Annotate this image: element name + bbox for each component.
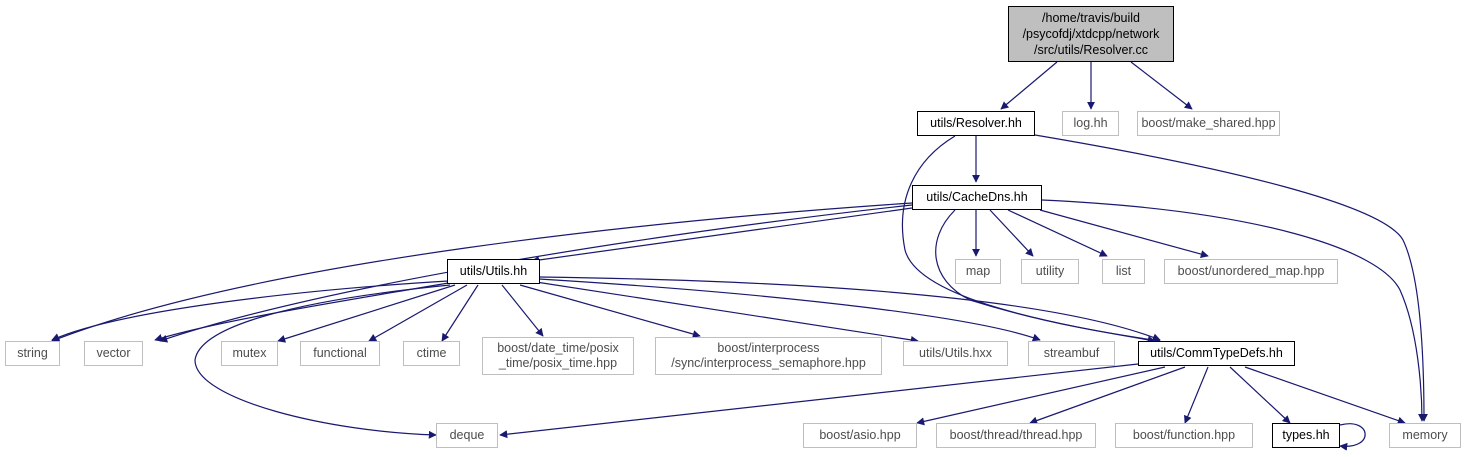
node-functional[interactable]: functional [300, 341, 380, 366]
edge-commtypedefs-types [1229, 366, 1291, 424]
node-thread[interactable]: boost/thread/thread.hpp [936, 423, 1096, 448]
node-utils-hxx[interactable]: utils/Utils.hxx [903, 341, 1008, 366]
node-string[interactable]: string [5, 341, 60, 366]
node-log-hh[interactable]: log.hh [1062, 111, 1119, 136]
edge-cachedns-unordered-map [1039, 209, 1209, 258]
node-vector[interactable]: vector [84, 341, 143, 366]
node-utility[interactable]: utility [1021, 259, 1079, 284]
edge-cachedns-vector [159, 204, 913, 343]
node-resolver-cc-line-2: /psycofdj/xtdcpp/network [1022, 27, 1160, 41]
edge-utils-deque [194, 284, 451, 439]
node-resolver-cc[interactable]: /home/travis/build /psycofdj/xtdcpp/netw… [1008, 6, 1174, 62]
edge-utils-functional [368, 284, 468, 342]
edge-cachedns-memory [1041, 199, 1426, 422]
edge-commtypedefs-asio [916, 366, 1166, 426]
edge-utils-ctime [441, 284, 479, 342]
node-asio[interactable]: boost/asio.hpp [803, 423, 917, 448]
node-posix-time[interactable]: boost/date_time/posix _time/posix_time.h… [482, 337, 634, 375]
edge-utils-string [51, 280, 449, 341]
node-utils-hh[interactable]: utils/Utils.hh [447, 259, 540, 284]
node-unordered-map[interactable]: boost/unordered_map.hpp [1164, 259, 1338, 284]
edge-utils-utils-hxx [535, 281, 919, 344]
node-deque[interactable]: deque [436, 423, 498, 448]
node-cachedns-hh[interactable]: utils/CacheDns.hh [912, 185, 1042, 210]
edge-utils-commtypedefs [539, 276, 1161, 342]
node-semaphore-line-2: /sync/interprocess_semaphore.hpp [671, 356, 866, 370]
edge-resolver-commtypedefs [901, 135, 1156, 344]
edge-types-self [1339, 423, 1366, 451]
edge-resolver-memory [1034, 134, 1428, 422]
node-posix-time-line-2: _time/posix_time.hpp [498, 356, 618, 370]
edge-cachedns-utility [989, 209, 1034, 257]
edge-utils-vector [154, 282, 449, 342]
edge-root-resolver-hh [1000, 61, 1058, 110]
edge-cachedns-string [51, 202, 913, 343]
edge-cachedns-list [1007, 209, 1108, 257]
node-map[interactable]: map [955, 259, 1001, 284]
edge-utils-mutex [277, 284, 456, 343]
node-make-shared[interactable]: boost/make_shared.hpp [1137, 111, 1280, 136]
node-streambuf[interactable]: streambuf [1028, 341, 1115, 366]
node-posix-time-line-1: boost/date_time/posix [497, 341, 619, 355]
edge-commtypedefs-function [1184, 366, 1209, 424]
edge-utils-semaphore [519, 284, 701, 338]
node-resolver-cc-line-1: /home/travis/build [1042, 11, 1140, 25]
node-types-hh[interactable]: types.hh [1272, 423, 1340, 448]
node-semaphore-line-1: boost/interprocess [717, 341, 820, 355]
node-resolver-hh[interactable]: utils/Resolver.hh [917, 111, 1035, 136]
node-semaphore[interactable]: boost/interprocess /sync/interprocess_se… [655, 337, 882, 375]
node-ctime[interactable]: ctime [403, 341, 460, 366]
node-function[interactable]: boost/function.hpp [1115, 423, 1253, 448]
node-commtypedefs-hh[interactable]: utils/CommTypeDefs.hh [1138, 341, 1295, 366]
edge-commtypedefs-memory [1244, 366, 1406, 425]
edge-cachedns-utils [531, 207, 913, 264]
node-mutex[interactable]: mutex [221, 341, 278, 366]
node-list[interactable]: list [1102, 259, 1145, 284]
edge-root-make-shared [1130, 61, 1193, 110]
node-memory[interactable]: memory [1389, 423, 1461, 448]
edge-utils-posix-time [501, 284, 544, 337]
edge-utils-streambuf [538, 278, 1041, 342]
edge-commtypedefs-deque [499, 363, 1139, 439]
node-resolver-cc-line-3: /src/utils/Resolver.cc [1034, 43, 1148, 57]
edge-commtypedefs-thread [1029, 366, 1186, 425]
